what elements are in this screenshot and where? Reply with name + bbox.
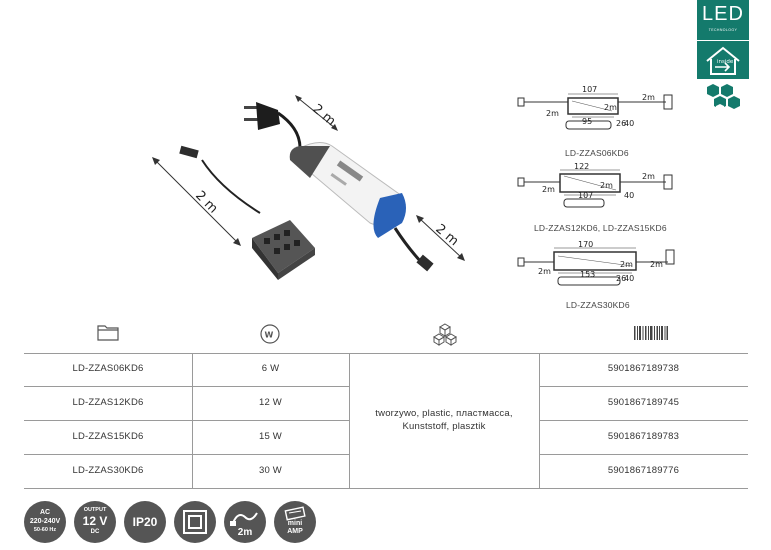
svg-text:26: 26 [616, 274, 626, 283]
class-ii-badge [174, 501, 216, 543]
svg-text:107: 107 [582, 86, 597, 94]
table-row-code: LD-ZZAS15KD6 [72, 431, 144, 442]
led-title: LED [702, 3, 744, 25]
cable-length-label-box: 2 m [192, 188, 220, 216]
table-row-ean: 5901867189738 [607, 363, 680, 374]
table-row-power: 15 W [259, 431, 282, 442]
cable-length-badge: 2m [224, 501, 266, 543]
led-driver-icon [289, 142, 406, 238]
mini-plug-icon [179, 145, 199, 159]
inside-label: inside [717, 59, 734, 65]
drawing-caption-06: LD-ZZAS06KD6 [565, 148, 629, 158]
svg-text:107: 107 [578, 191, 593, 200]
folder-icon [97, 325, 119, 341]
mini-amp-connector-icon [416, 254, 434, 272]
material-icon [433, 323, 457, 346]
svg-text:2m: 2m [600, 181, 613, 190]
led-technology-badge: LED TECHNOLOGY inside [697, 0, 749, 120]
svg-text:122: 122 [574, 162, 589, 171]
connector-icon [284, 506, 306, 521]
distribution-box-icon [252, 220, 315, 280]
material-line-1: tworzywo, plastic, пластмасса, [375, 408, 513, 419]
cable-length-label-plug: 2 m [309, 102, 338, 130]
honeycomb-icon [707, 84, 740, 113]
svg-text:40: 40 [624, 274, 634, 283]
svg-text:2m: 2m [604, 103, 617, 112]
euro-plug-icon [244, 102, 302, 149]
table-header: W [24, 318, 748, 352]
svg-text:2m: 2m [620, 260, 633, 269]
technical-drawing-12-15: 122 2m 107 2m 2m 40 [517, 162, 673, 208]
table-row-ean: 5901867189783 [607, 431, 680, 442]
ac-input-badge: AC 220-240V 50-60 Hz [24, 501, 66, 543]
power-icon: W [260, 324, 280, 344]
svg-text:2m: 2m [538, 267, 551, 276]
svg-text:2m: 2m [650, 260, 663, 269]
svg-text:40: 40 [624, 119, 634, 128]
output-voltage-badge: OUTPUT 12 V DC [74, 501, 116, 543]
drawing-caption-12-15: LD-ZZAS12KD6, LD-ZZAS15KD6 [534, 223, 667, 233]
svg-text:153: 153 [580, 270, 595, 279]
svg-text:2m: 2m [542, 185, 555, 194]
table-row-power: 12 W [259, 397, 282, 408]
svg-text:95: 95 [582, 117, 592, 126]
double-square-icon [183, 510, 207, 534]
led-subtitle: TECHNOLOGY [708, 28, 738, 32]
mini-amp-badge: mini AMP [274, 501, 316, 543]
spec-table: LD-ZZAS06KD6 6 W 5901867189738 LD-ZZAS12… [24, 353, 748, 489]
table-row-code: LD-ZZAS06KD6 [72, 363, 144, 374]
svg-text:26: 26 [616, 119, 626, 128]
house-icon: inside [706, 46, 740, 75]
svg-text:2m: 2m [642, 172, 655, 181]
drawing-caption-30: LD-ZZAS30KD6 [566, 300, 630, 310]
svg-text:40: 40 [624, 191, 634, 200]
svg-text:2m: 2m [546, 109, 559, 118]
inside-box: inside [697, 41, 749, 79]
table-row-ean: 5901867189776 [607, 465, 680, 476]
svg-text:170: 170 [578, 240, 593, 249]
svg-text:W: W [265, 331, 274, 340]
material-line-2: Kunststoff, plasztik [402, 421, 486, 432]
table-row-code: LD-ZZAS30KD6 [72, 465, 144, 476]
cable-icon [230, 512, 258, 526]
technical-drawing-06: 107 2m 2m 95 2m 26 40 [517, 86, 673, 130]
technical-drawing-30: 170 2m 2m 153 2m 26 40 [517, 240, 675, 286]
table-row-power: 6 W [261, 363, 280, 374]
cable-length-label-output: 2 m [432, 222, 461, 250]
svg-text:2m: 2m [642, 93, 655, 102]
product-photo: 2 m 2 m 2 m [152, 95, 465, 280]
table-row-code: LD-ZZAS12KD6 [72, 397, 144, 408]
table-row-power: 30 W [259, 465, 282, 476]
barcode-icon [634, 326, 668, 340]
led-box: LED TECHNOLOGY [697, 0, 749, 40]
ip20-badge: IP20 [124, 501, 166, 543]
table-row-ean: 5901867189745 [607, 397, 680, 408]
